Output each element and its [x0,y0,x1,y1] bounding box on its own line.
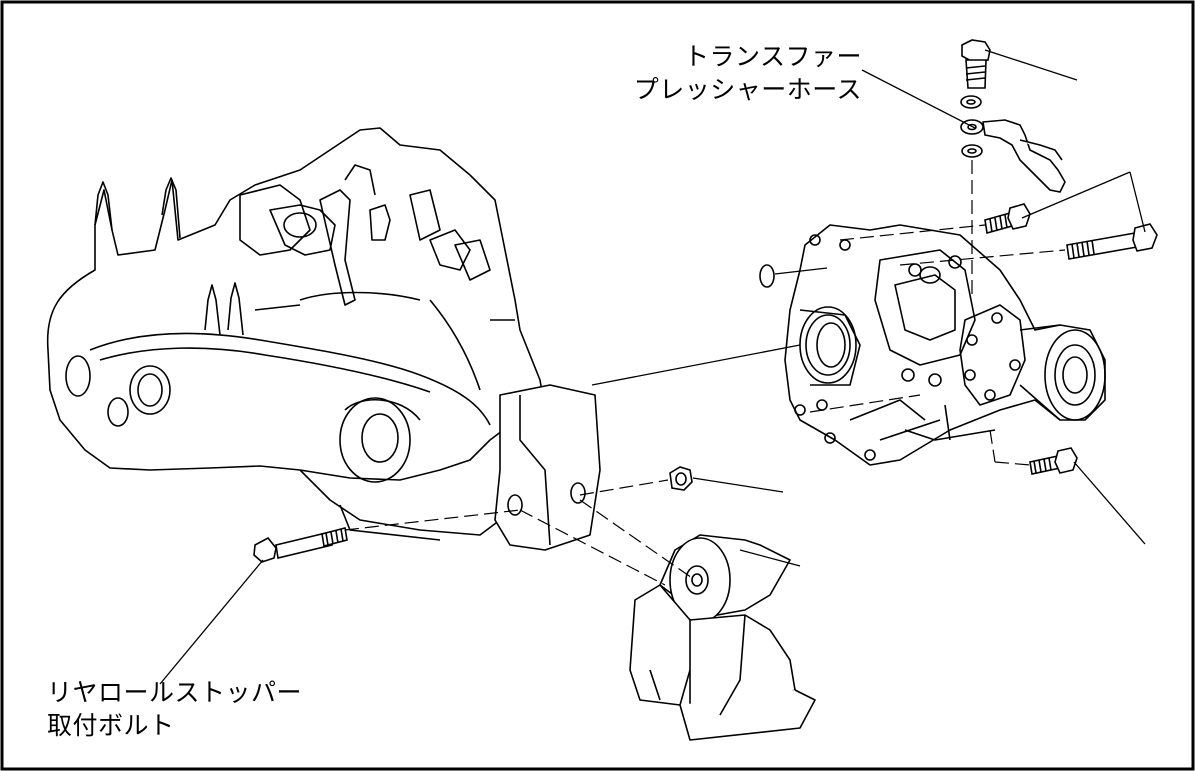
transfer-pressure-hose-label-line1: トランスファー [683,42,862,71]
rear-roll-stopper-bolt [253,527,348,563]
transfer-assembly [784,224,1106,466]
rear-roll-stopper-bolt-label-line1: リヤロールストッパー [47,678,303,707]
rear-roll-stopper-bolt-label: リヤロールストッパー 取付ボルト [47,676,302,742]
transfer-pressure-hose-label-line2: プレッシャーホース [633,75,862,104]
transfer-mount-bolts [984,203,1158,475]
mounting-bracket [494,384,601,551]
pressure-hose-fittings [960,39,1066,193]
rear-roll-stopper-mount [629,534,816,741]
transaxle-housing [46,127,546,541]
leader-lines [159,49,1146,685]
o-ring [759,264,775,288]
mount-nut [669,466,693,491]
alignment-lines [344,160,1066,586]
transfer-pressure-hose-label: トランスファー プレッシャーホース [622,40,862,106]
rear-roll-stopper-bolt-label-line2: 取付ボルト [47,711,175,740]
